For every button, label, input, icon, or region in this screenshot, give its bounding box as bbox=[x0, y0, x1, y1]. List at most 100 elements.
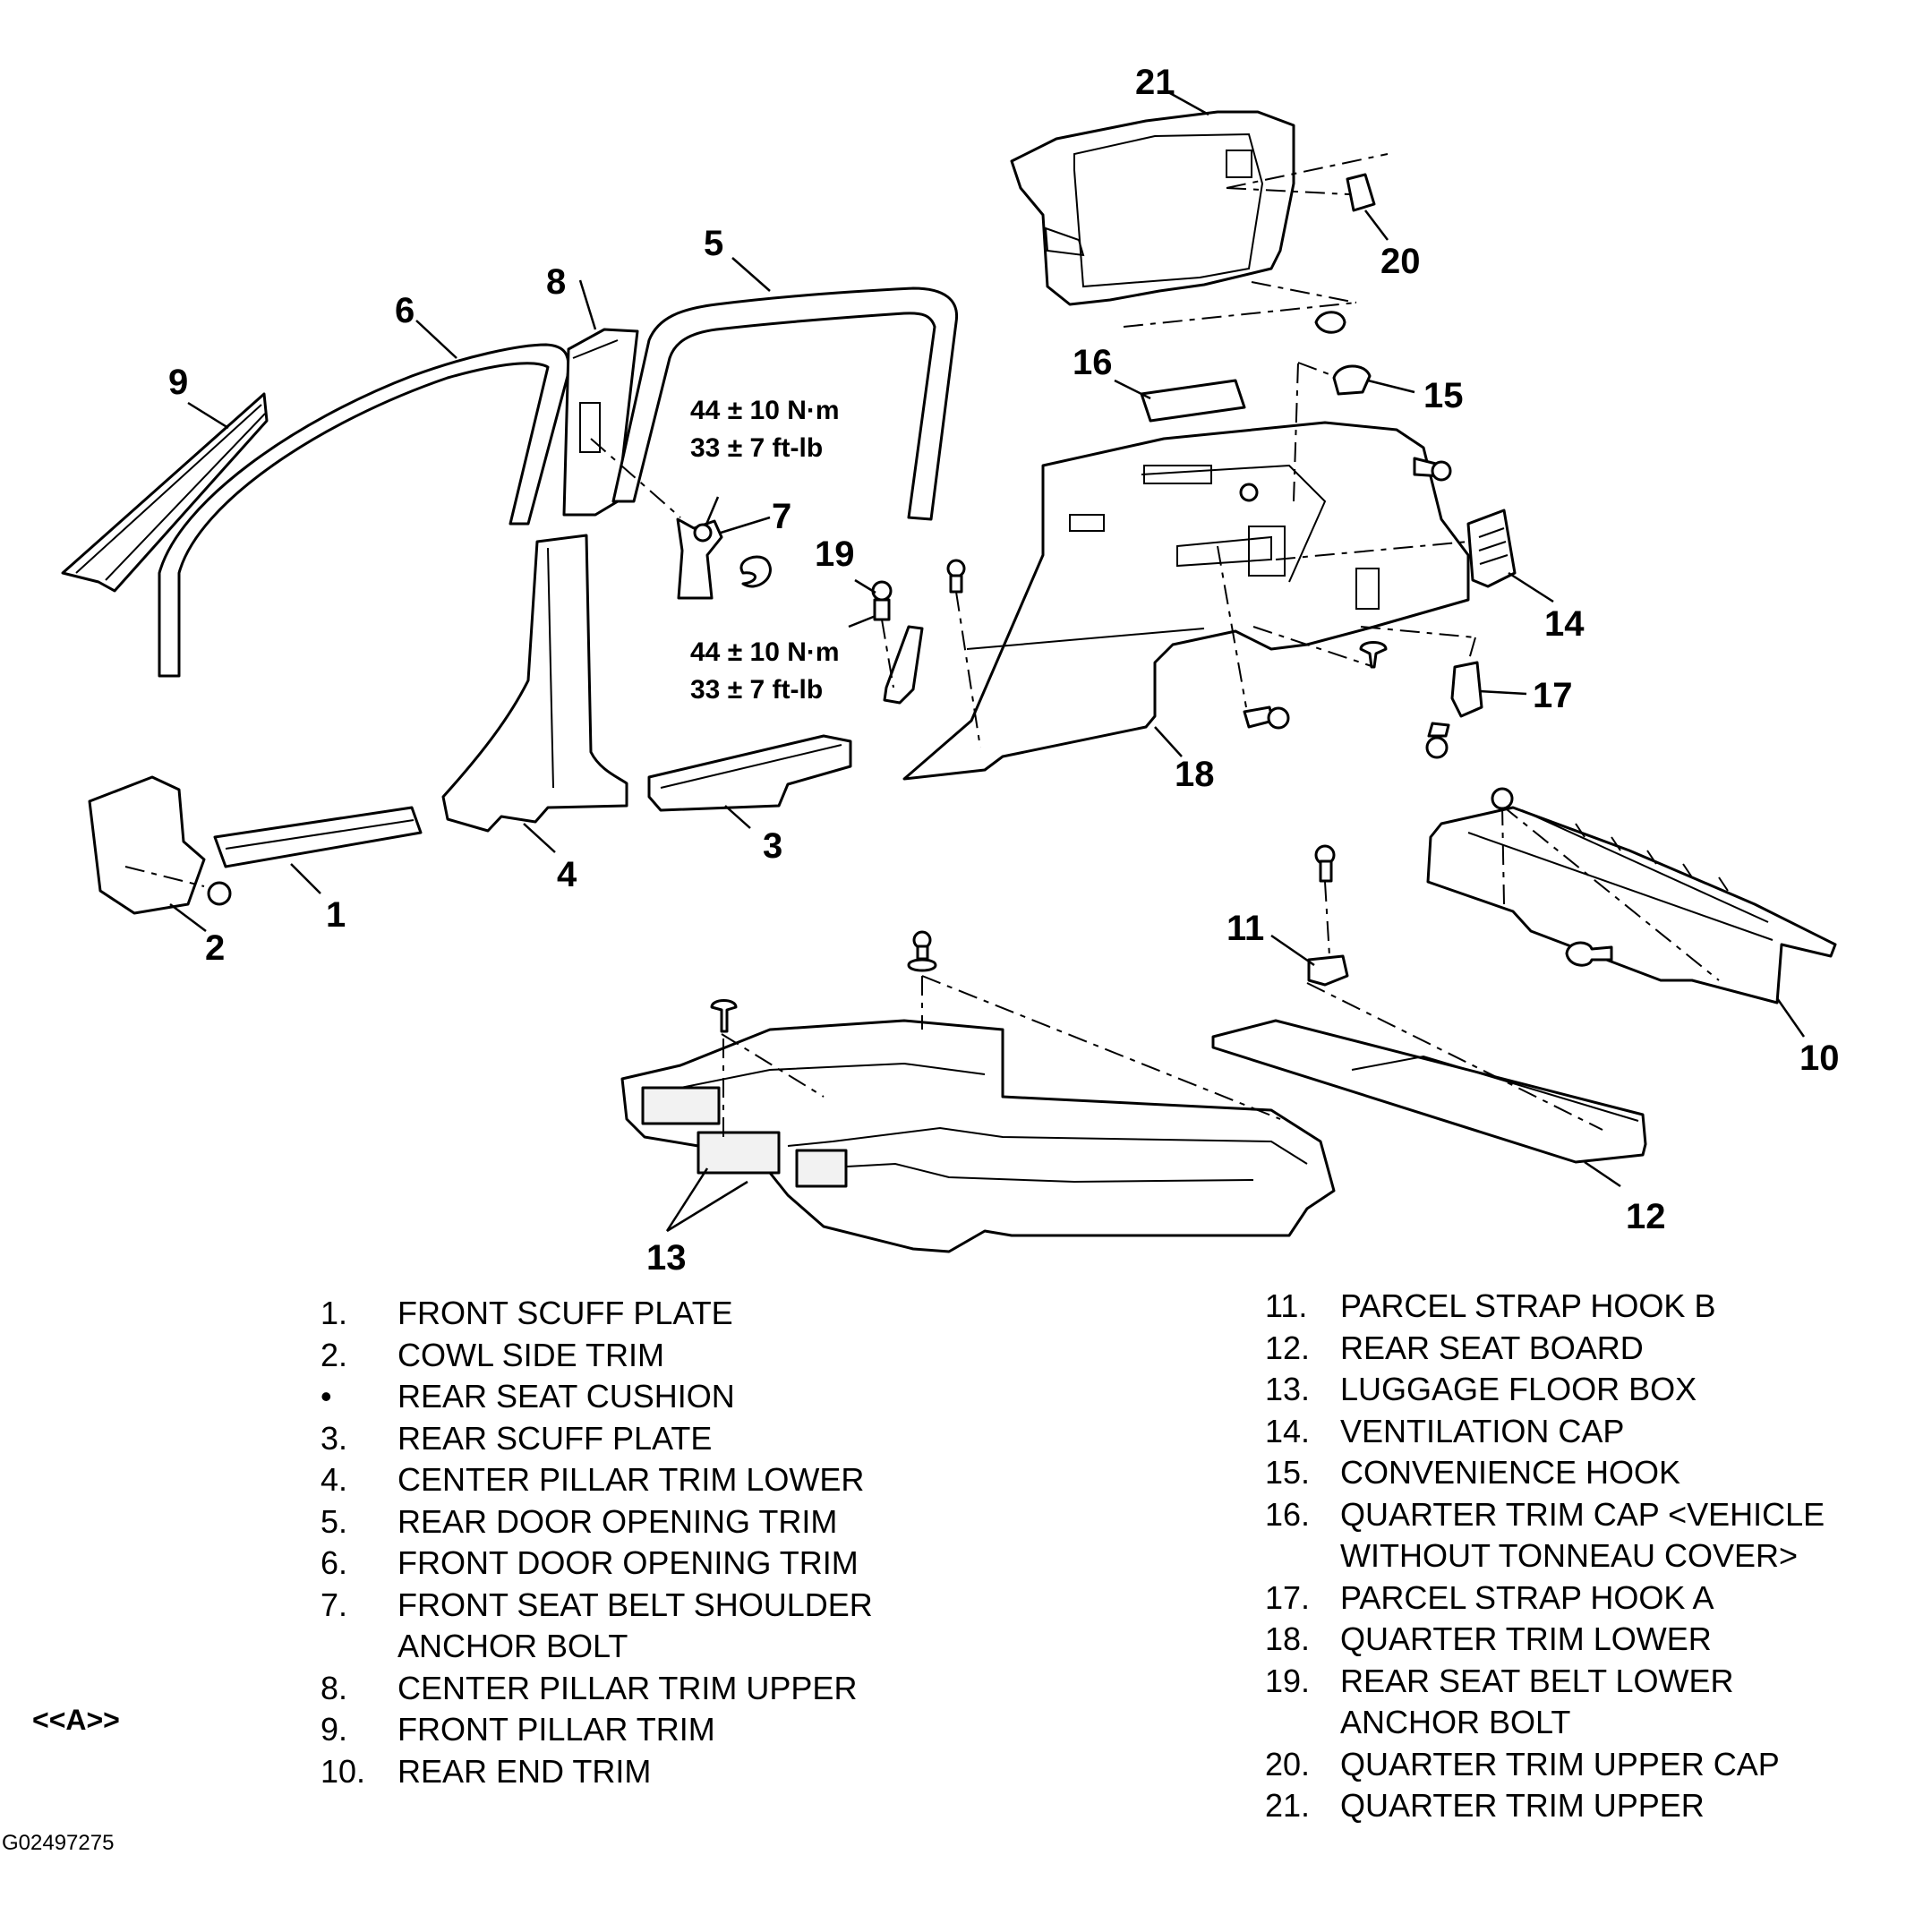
part-13-luggage-floor-box bbox=[620, 930, 1336, 1253]
bolt-quarter-lower-left bbox=[946, 559, 981, 748]
part-3-rear-scuff-plate bbox=[647, 734, 852, 812]
section-tag: <<A>> bbox=[32, 1704, 120, 1736]
legend-number: 17. bbox=[1265, 1578, 1311, 1616]
legend-number: 5. bbox=[321, 1502, 348, 1540]
legend-text: REAR SEAT BELT LOWER bbox=[1340, 1662, 1734, 1699]
part-5-rear-door-opening-trim bbox=[611, 286, 959, 521]
legend-number: 18. bbox=[1265, 1620, 1311, 1657]
legend-number: • bbox=[321, 1378, 332, 1415]
legend-item: 15.CONVENIENCE HOOK bbox=[1265, 1452, 1825, 1494]
legend-item: WITHOUT TONNEAU COVER> bbox=[1265, 1535, 1825, 1577]
part-20-quarter-trim-upper-cap bbox=[1346, 173, 1376, 212]
legend-item: 11.PARCEL STRAP HOOK B bbox=[1265, 1286, 1825, 1328]
legend-item: 12. REAR SEAT BOARD bbox=[1265, 1328, 1825, 1370]
legend-text: QUARTER TRIM UPPER bbox=[1340, 1787, 1705, 1824]
legend-item: 14.VENTILATION CAP bbox=[1265, 1411, 1825, 1453]
legend-number: 3. bbox=[321, 1419, 348, 1457]
legend-number: 16. bbox=[1265, 1495, 1311, 1533]
legend-text: PARCEL STRAP HOOK B bbox=[1340, 1287, 1716, 1324]
legend-item: 6. FRONT DOOR OPENING TRIM bbox=[321, 1543, 873, 1585]
legend-number: 8. bbox=[321, 1669, 348, 1706]
legend-text: FRONT SCUFF PLATE bbox=[397, 1295, 733, 1331]
callout-20: 20 bbox=[1380, 242, 1421, 281]
legend-text: QUARTER TRIM UPPER CAP bbox=[1340, 1745, 1780, 1782]
legend-item: ANCHOR BOLT bbox=[1265, 1702, 1825, 1744]
callout-6: 6 bbox=[395, 291, 415, 330]
legend-number: 2. bbox=[321, 1336, 348, 1373]
torque-spec-upper: 44 ± 10 N·m 33 ± 7 ft-lb bbox=[690, 396, 840, 463]
legend-item: 1.FRONT SCUFF PLATE bbox=[321, 1293, 873, 1335]
part-11-parcel-strap-hook-b bbox=[1307, 844, 1349, 987]
part-17-parcel-strap-hook-a bbox=[1360, 626, 1483, 759]
callout-9: 9 bbox=[168, 363, 188, 402]
callout-labels: 21 20 5 8 6 9 16 15 7 19 14 17 18 3 4 1 … bbox=[168, 63, 1840, 1271]
callout-8: 8 bbox=[546, 262, 566, 302]
figure-id: G02497275 bbox=[2, 1831, 115, 1855]
screw-quarter-upper bbox=[1413, 457, 1452, 482]
legend-item: 5. REAR DOOR OPENING TRIM bbox=[321, 1501, 873, 1543]
callout-18: 18 bbox=[1175, 755, 1215, 794]
legend-text: QUARTER TRIM LOWER bbox=[1340, 1620, 1712, 1657]
legend-text: QUARTER TRIM CAP <VEHICLE bbox=[1340, 1495, 1825, 1533]
callout-14: 14 bbox=[1544, 604, 1585, 644]
legend-item: 18. QUARTER TRIM LOWER bbox=[1265, 1619, 1825, 1661]
legend-number: 4. bbox=[321, 1461, 348, 1498]
clip-quarter-lower bbox=[1217, 545, 1388, 730]
part-15-convenience-hook bbox=[1293, 362, 1372, 502]
legend-item: 21. QUARTER TRIM UPPER bbox=[1265, 1785, 1825, 1827]
legend-item: 2.COWL SIDE TRIM bbox=[321, 1335, 873, 1377]
legend-item: 7.FRONT SEAT BELT SHOULDER bbox=[321, 1585, 873, 1627]
callout-3: 3 bbox=[763, 826, 782, 866]
legend-text: FRONT PILLAR TRIM bbox=[397, 1711, 715, 1748]
legend-number: 7. bbox=[321, 1586, 348, 1623]
torque-imperial: 33 ± 7 ft-lb bbox=[690, 433, 823, 463]
callout-15: 15 bbox=[1423, 376, 1464, 415]
legend-number: 12. bbox=[1265, 1329, 1311, 1366]
part-14-ventilation-cap bbox=[1275, 509, 1517, 588]
legend-text: REAR DOOR OPENING TRIM bbox=[397, 1502, 838, 1540]
legend-item: 16. QUARTER TRIM CAP <VEHICLE bbox=[1265, 1494, 1825, 1536]
legend-text: CENTER PILLAR TRIM LOWER bbox=[397, 1461, 865, 1498]
legend-item: 8. CENTER PILLAR TRIM UPPER bbox=[321, 1668, 873, 1710]
legend-text: ANCHOR BOLT bbox=[397, 1628, 628, 1664]
callout-5: 5 bbox=[704, 224, 723, 263]
legend-text: REAR SEAT BOARD bbox=[1340, 1329, 1644, 1366]
part-2-cowl-side-trim bbox=[88, 775, 232, 915]
callout-21: 21 bbox=[1135, 63, 1175, 102]
callout-16: 16 bbox=[1073, 343, 1113, 382]
legend-text: FRONT DOOR OPENING TRIM bbox=[397, 1544, 859, 1581]
torque-metric: 44 ± 10 N·m bbox=[690, 396, 840, 425]
callout-11: 11 bbox=[1227, 909, 1264, 948]
legend-text: REAR END TRIM bbox=[397, 1752, 652, 1790]
torque-metric: 44 ± 10 N·m bbox=[690, 637, 840, 667]
legend-number: 19. bbox=[1265, 1662, 1311, 1699]
legend-item: ANCHOR BOLT bbox=[321, 1626, 873, 1668]
legend-text: VENTILATION CAP bbox=[1340, 1412, 1625, 1449]
callout-12: 12 bbox=[1626, 1197, 1666, 1236]
legend-text: PARCEL STRAP HOOK A bbox=[1340, 1578, 1714, 1616]
legend-text: CONVENIENCE HOOK bbox=[1340, 1454, 1681, 1491]
legend-item: 19. REAR SEAT BELT LOWER bbox=[1265, 1661, 1825, 1703]
part-16-quarter-trim-cap bbox=[1140, 379, 1246, 423]
legend-item: 3.REAR SCUFF PLATE bbox=[321, 1418, 873, 1460]
callout-17: 17 bbox=[1533, 676, 1573, 715]
callout-4: 4 bbox=[557, 855, 577, 894]
part-21-quarter-trim-upper bbox=[1010, 110, 1389, 334]
legend-text: CENTER PILLAR TRIM UPPER bbox=[397, 1669, 858, 1706]
callout-10: 10 bbox=[1799, 1039, 1840, 1078]
part-10-rear-end-trim bbox=[1426, 787, 1837, 1004]
callout-13: 13 bbox=[646, 1238, 687, 1271]
part-18-quarter-trim-lower bbox=[902, 421, 1470, 781]
legend-number: 21. bbox=[1265, 1787, 1311, 1824]
legend-text: WITHOUT TONNEAU COVER> bbox=[1340, 1537, 1799, 1574]
callout-2: 2 bbox=[205, 928, 225, 968]
torque-imperial: 33 ± 7 ft-lb bbox=[690, 675, 823, 705]
legend-number: 6. bbox=[321, 1544, 348, 1581]
legend-text: LUGGAGE FLOOR BOX bbox=[1340, 1371, 1697, 1407]
part-19-lower-anchor-bolt bbox=[871, 580, 924, 705]
legend-item: 20.QUARTER TRIM UPPER CAP bbox=[1265, 1744, 1825, 1786]
legend-item: •REAR SEAT CUSHION bbox=[321, 1376, 873, 1418]
legend-item: 9.FRONT PILLAR TRIM bbox=[321, 1709, 873, 1751]
